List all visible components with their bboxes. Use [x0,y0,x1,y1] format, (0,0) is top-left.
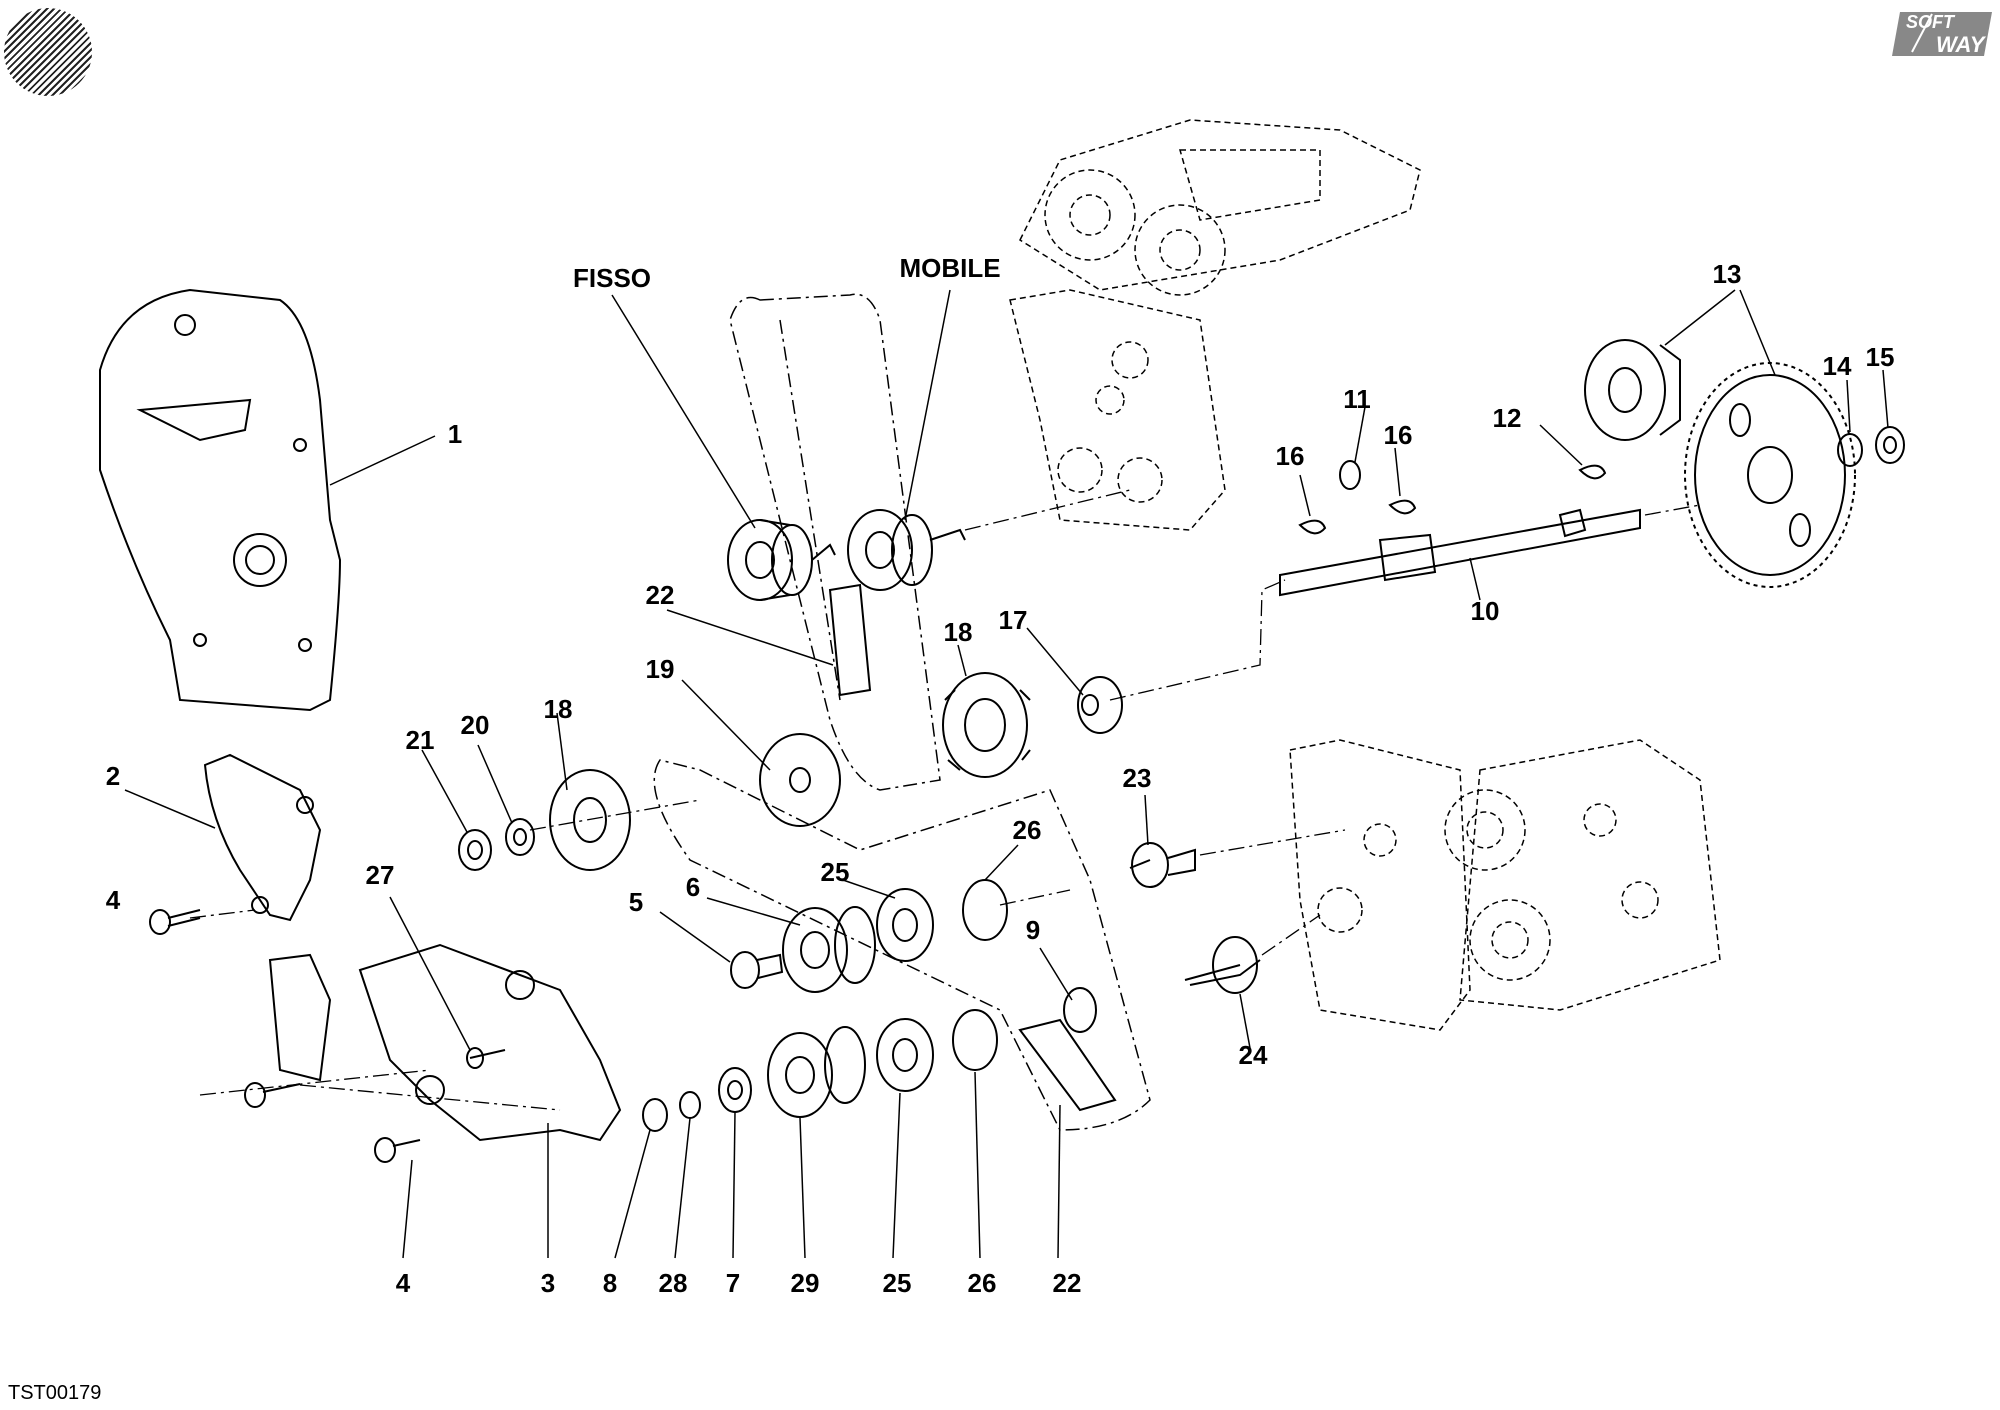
callout-19: 19 [645,654,675,684]
callout-14: 14 [1822,351,1852,381]
callout-12: 12 [1492,403,1522,433]
circlip-part-11 [1339,460,1361,490]
roller-part-29 [767,1026,866,1118]
callout-20: 20 [460,710,490,740]
bolt-part-5 [730,951,784,989]
small-cover-part-2 [203,753,322,922]
washer-part-19 [759,733,841,827]
key-part-16a [1298,519,1327,535]
softway-logo-shape [1892,12,1992,56]
bushing-part-17 [1077,676,1123,734]
nut-part-21 [458,829,492,871]
callout-8: 8 [602,1268,618,1298]
callout-25-lower: 25 [882,1268,912,1298]
washer-part-28 [679,1091,701,1119]
bearing-part-25-upper [876,888,934,962]
cylinder-head-top [1019,119,1421,296]
drawing-code: TST00179 [8,1382,102,1404]
roller-part-6 [782,906,876,993]
engine-block-upper [1009,289,1226,531]
assembly-axes [189,489,1701,1111]
callout-6: 6 [685,872,701,902]
callout-26-lower: 26 [967,1268,997,1298]
belt-segment-part-22-upper [828,583,872,697]
callout-11: 11 [1343,384,1371,414]
gear-part-13-small [1584,339,1681,441]
callout-3: 3 [540,1268,556,1298]
timing-belt-lower [653,759,1151,1131]
callout-1: 1 [447,419,463,449]
screw-part-27 [466,1047,506,1069]
callout-4-upper: 4 [105,885,121,915]
softway-logo: SOFT WAY [1892,8,1996,60]
callout-9: 9 [1025,915,1041,945]
belt-segment-part-22-lower [1018,1018,1117,1112]
callout-21: 21 [405,725,435,755]
engine-block-lower [1289,739,1721,1031]
washer-part-20 [505,818,535,856]
circlip-part-9 [1063,987,1097,1033]
timing-cover-part-1 [99,288,342,712]
callout-29: 29 [790,1268,820,1298]
circlip-part-26-upper [962,879,1008,941]
callout-17: 17 [998,605,1028,635]
spacer-part-7 [718,1067,752,1113]
bolt-part-23 [1129,842,1196,888]
callout-16-right: 16 [1383,420,1413,450]
callout-23: 23 [1122,763,1152,793]
lower-cover-part-3 [268,943,622,1142]
pulley-part-18-upper [942,672,1031,778]
callout-22-upper: 22 [645,580,675,610]
stud-part-24 [1184,936,1261,994]
bearing-part-25-lower [876,1018,934,1092]
idler-fisso [727,519,836,601]
circlip-part-26-lower [952,1009,998,1071]
callout-4-lower: 4 [395,1268,411,1298]
callout-13: 13 [1712,259,1742,289]
pulley-part-18-lower [549,769,631,871]
callout-18-left: 18 [543,694,573,724]
hatched-disc-logo [4,8,92,96]
callout-7: 7 [725,1268,741,1298]
callout-18-right: 18 [943,617,973,647]
key-part-16b [1388,499,1417,515]
callout-16-left: 16 [1275,441,1305,471]
logo-line-1: SOFT [1906,12,1954,32]
shaft-part-10 [1279,508,1641,597]
nut-part-15 [1875,426,1905,464]
key-part-12 [1578,464,1607,480]
callout-2: 2 [105,761,121,791]
callout-mobile: MOBILE [899,253,1001,283]
nut-part-8 [642,1098,668,1132]
timing-belt-upper [729,293,941,791]
screw-part-4-upper [149,909,201,935]
idler-mobile [847,509,966,591]
callout-25-upper: 25 [820,857,850,887]
callout-15: 15 [1865,342,1895,372]
gear-part-13-large [1684,362,1856,588]
callout-22-lower: 22 [1052,1268,1082,1298]
callout-fisso: FISSO [572,263,652,293]
leader-lines [124,289,1889,1259]
callout-27: 27 [365,860,395,890]
logo-line-2: WAY [1936,32,1985,57]
callout-24: 24 [1238,1040,1268,1070]
callout-10: 10 [1470,596,1500,626]
callout-28: 28 [658,1268,688,1298]
callout-26-upper: 26 [1012,815,1042,845]
washer-part-14 [1837,433,1863,467]
screw-part-4-lower [374,1137,421,1163]
callout-5: 5 [628,887,644,917]
